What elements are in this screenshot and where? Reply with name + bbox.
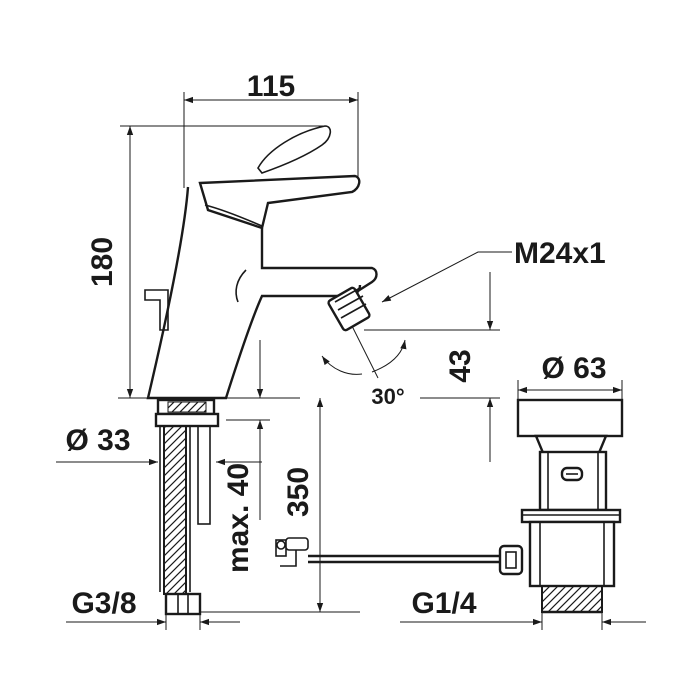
dim-label-350: 350 (282, 467, 315, 517)
popup-rod (144, 289, 169, 331)
dim-label-diameter-33: Ø 33 (65, 424, 130, 457)
braided-hose (163, 425, 187, 595)
dimension-lines (56, 92, 646, 630)
drain-thread (541, 585, 603, 613)
dim-label-43: 43 (444, 349, 477, 382)
hose-nut (164, 592, 202, 616)
dim-label-m24x1: M24x1 (514, 237, 606, 270)
drain-flange (516, 398, 624, 438)
faucet-body (118, 125, 378, 400)
dim-label-30-degrees: 30° (371, 384, 404, 409)
mounting-assembly (154, 398, 220, 616)
popup-linkage (275, 537, 524, 576)
dim-label-g1-4: G1/4 (411, 587, 476, 620)
lever-handle (198, 174, 361, 230)
dim-label-180: 180 (86, 237, 119, 287)
aerator (327, 286, 371, 332)
threaded-rod (197, 425, 211, 525)
dim-label-max-40: max. 40 (222, 463, 255, 573)
drain-waste (516, 398, 624, 614)
lever-raised-outline (257, 125, 332, 174)
dim-label-115: 115 (247, 70, 295, 103)
dimension-labels: 115 180 M24x1 43 30° Ø 63 Ø 33 max. 40 3… (65, 70, 606, 620)
dim-label-g3-8: G3/8 (71, 587, 136, 620)
dim-label-diameter-63: Ø 63 (541, 352, 606, 385)
